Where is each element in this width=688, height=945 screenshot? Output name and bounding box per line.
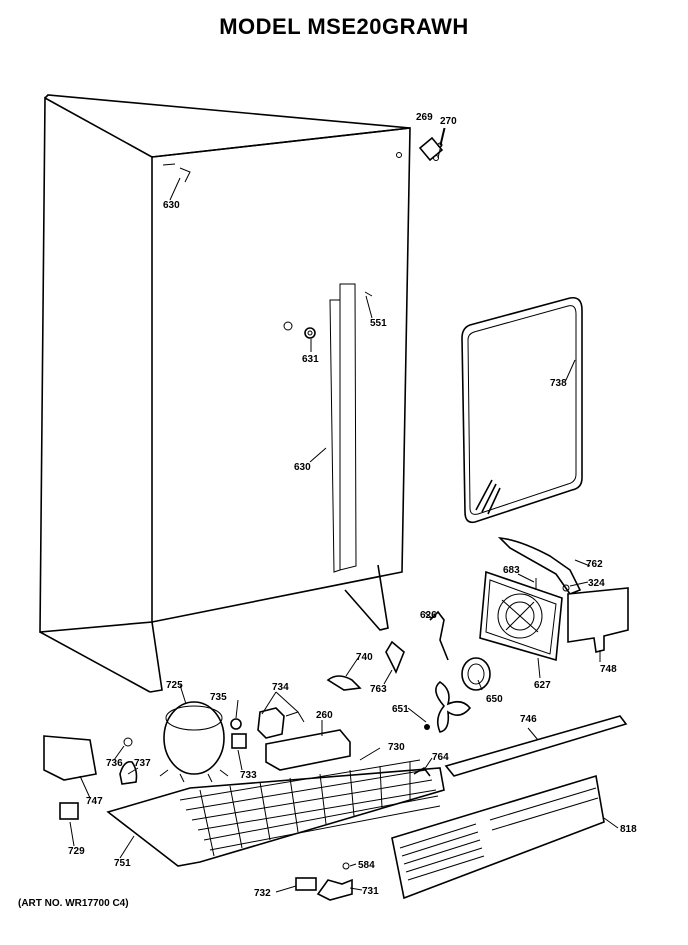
part-260 bbox=[265, 729, 351, 771]
label-630-top: 630 bbox=[163, 200, 180, 211]
cabinet-top bbox=[44, 94, 411, 158]
screw-hole bbox=[396, 152, 402, 158]
part-762 bbox=[497, 536, 582, 595]
label-626: 626 bbox=[420, 610, 437, 621]
hole bbox=[283, 321, 293, 331]
cabinet-bottom-edge bbox=[39, 631, 151, 693]
label-650: 650 bbox=[486, 694, 503, 705]
label-751: 751 bbox=[114, 858, 131, 869]
part-747 bbox=[43, 735, 97, 781]
part-731 bbox=[316, 878, 353, 901]
model-title: MODEL MSE20GRAWH bbox=[219, 14, 469, 39]
part-551 bbox=[364, 291, 373, 297]
label-729: 729 bbox=[68, 846, 85, 857]
label-763: 763 bbox=[370, 684, 387, 695]
part-737 bbox=[119, 760, 138, 785]
part-650-motor bbox=[461, 657, 491, 691]
part-738-frame bbox=[461, 296, 583, 524]
cabinet-leg-left bbox=[149, 621, 163, 693]
part-269-270 bbox=[418, 127, 446, 162]
part-818-grille bbox=[391, 774, 605, 900]
label-630-center: 630 bbox=[294, 462, 311, 473]
label-731: 731 bbox=[362, 886, 379, 897]
label-735: 735 bbox=[210, 692, 227, 703]
art-number-note: (ART NO. WR17700 C4) bbox=[18, 898, 129, 909]
label-260: 260 bbox=[316, 710, 333, 721]
part-736 bbox=[123, 737, 133, 747]
label-734: 734 bbox=[272, 682, 289, 693]
label-747: 747 bbox=[86, 796, 103, 807]
part-751-730-condenser bbox=[106, 759, 445, 867]
cabinet bbox=[39, 94, 411, 693]
label-627: 627 bbox=[534, 680, 551, 691]
part-734 bbox=[257, 707, 285, 739]
leader-lines bbox=[69, 177, 619, 893]
part-733 bbox=[231, 733, 247, 749]
label-732: 732 bbox=[254, 888, 271, 899]
cabinet-back-panel bbox=[151, 127, 411, 623]
label-551: 551 bbox=[370, 318, 387, 329]
label-651: 651 bbox=[392, 704, 409, 715]
label-818: 818 bbox=[620, 824, 637, 835]
label-324: 324 bbox=[588, 578, 605, 589]
part-324 bbox=[562, 584, 570, 592]
label-748: 748 bbox=[600, 664, 617, 675]
part-729 bbox=[59, 802, 79, 820]
cabinet-side-panel bbox=[39, 96, 153, 633]
label-737: 737 bbox=[134, 758, 151, 769]
center-channel bbox=[339, 283, 357, 571]
part-584 bbox=[342, 862, 350, 870]
label-269: 269 bbox=[416, 112, 433, 123]
label-738: 738 bbox=[550, 378, 567, 389]
label-631: 631 bbox=[302, 354, 319, 365]
part-763 bbox=[385, 640, 405, 674]
part-627-housing bbox=[479, 570, 563, 662]
part-626 bbox=[429, 610, 449, 661]
label-740: 740 bbox=[356, 652, 373, 663]
part-764 bbox=[413, 766, 431, 777]
label-736: 736 bbox=[106, 758, 123, 769]
label-730: 730 bbox=[388, 742, 405, 753]
label-762: 762 bbox=[586, 559, 603, 570]
label-733: 733 bbox=[240, 770, 257, 781]
label-764: 764 bbox=[432, 752, 449, 763]
part-735 bbox=[230, 718, 242, 730]
part-748 bbox=[567, 587, 629, 653]
part-651-fan bbox=[424, 681, 472, 733]
part-740 bbox=[326, 675, 362, 691]
label-584: 584 bbox=[358, 860, 375, 871]
part-746 bbox=[444, 715, 628, 777]
part-725-compressor bbox=[159, 701, 229, 783]
cabinet-leg-right bbox=[344, 564, 389, 631]
label-683: 683 bbox=[503, 565, 520, 576]
label-725: 725 bbox=[166, 680, 183, 691]
center-channel-side bbox=[329, 299, 341, 573]
part-732 bbox=[295, 877, 317, 891]
label-270: 270 bbox=[440, 116, 457, 127]
label-746: 746 bbox=[520, 714, 537, 725]
part-labels: 269 270 630 551 631 630 738 762 683 324 … bbox=[68, 112, 637, 899]
clip-630 bbox=[162, 163, 191, 183]
part-734-clip bbox=[285, 711, 305, 723]
part-631 bbox=[304, 327, 316, 339]
